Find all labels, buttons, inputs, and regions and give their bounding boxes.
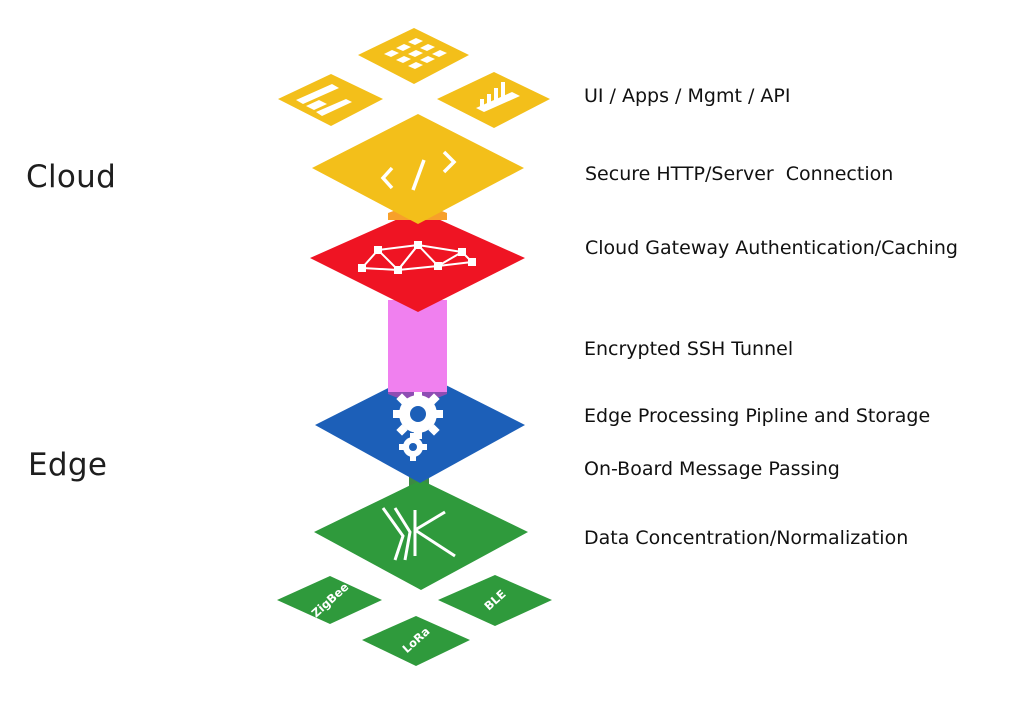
gears-icon — [393, 389, 443, 461]
ble-tile: BLE — [438, 575, 552, 626]
layer-label-message-passing: On-Board Message Passing — [584, 458, 840, 480]
layer-label-edge-processing: Edge Processing Pipline and Storage — [584, 405, 931, 427]
layer-label-secure-http: Secure HTTP/Server Connection — [585, 163, 894, 185]
data-concentration-layer — [314, 480, 528, 590]
layer-label-ui-apps: UI / Apps / Mgmt / API — [584, 85, 791, 107]
layout-icon — [296, 84, 352, 116]
network-icon — [358, 241, 476, 274]
lora-tile: LoRa — [362, 616, 470, 666]
ssh-tunnel — [388, 300, 447, 392]
ui-top-tile — [358, 28, 469, 84]
layer-label-ssh-tunnel: Encrypted SSH Tunnel — [584, 338, 794, 360]
bar-chart-icon — [476, 82, 520, 112]
ui-right-tile — [437, 72, 550, 128]
secure-http-layer — [312, 114, 524, 224]
ui-left-tile — [278, 74, 383, 126]
edge-section-label: Edge — [28, 447, 108, 483]
grid-icon — [384, 38, 447, 69]
code-icon — [380, 150, 457, 191]
merge-icon — [381, 507, 456, 561]
cloud-section-label: Cloud — [26, 159, 117, 195]
zigbee-tile: ZigBee — [277, 576, 382, 624]
layer-label-cloud-gateway: Cloud Gateway Authentication/Caching — [585, 237, 958, 259]
layer-label-data-concentration: Data Concentration/Normalization — [584, 527, 909, 549]
